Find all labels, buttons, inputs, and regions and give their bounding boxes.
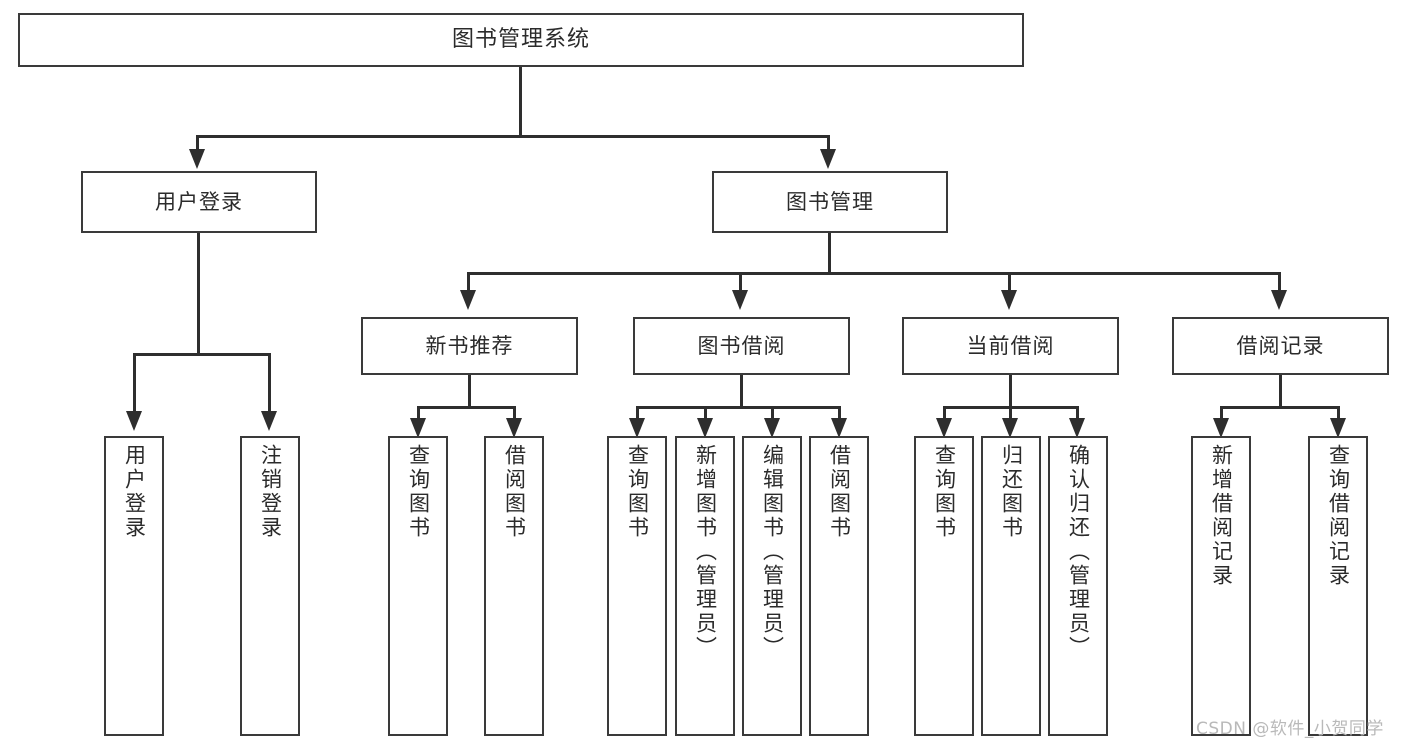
node-borrow-record[interactable]: 借阅记录 bbox=[1172, 317, 1389, 375]
arrowhead-leaf-query-book-2 bbox=[629, 418, 645, 438]
connector-borrow-record-bus bbox=[1220, 406, 1340, 409]
connector-new-book-stem bbox=[468, 375, 471, 408]
node-leaf-add-book[interactable]: 新增图书（管理员） bbox=[675, 436, 735, 736]
node-label: 用户登录 bbox=[122, 444, 147, 540]
node-leaf-query-book-2[interactable]: 查询图书 bbox=[607, 436, 667, 736]
arrowhead-leaf-logout-login bbox=[261, 411, 277, 431]
node-label: 当前借阅 bbox=[966, 333, 1055, 358]
node-label: 归还图书 bbox=[999, 444, 1024, 540]
node-leaf-borrow-book-2[interactable]: 借阅图书 bbox=[809, 436, 869, 736]
connector-current-borrow-leaf2 bbox=[1009, 406, 1012, 420]
node-leaf-query-record[interactable]: 查询借阅记录 bbox=[1308, 436, 1368, 736]
node-current-borrow[interactable]: 当前借阅 bbox=[902, 317, 1119, 375]
arrowhead-leaf-borrow-book-1 bbox=[506, 418, 522, 438]
connector-level3-bus bbox=[467, 272, 1281, 275]
arrowhead-borrow-record bbox=[1271, 290, 1287, 310]
node-label: 图书管理 bbox=[786, 189, 874, 214]
node-leaf-logout-login[interactable]: 注销登录 bbox=[240, 436, 300, 736]
node-leaf-query-book-1[interactable]: 查询图书 bbox=[388, 436, 448, 736]
node-label: 编辑图书（管理员） bbox=[760, 444, 785, 660]
arrowhead-leaf-add-record bbox=[1213, 418, 1229, 438]
connector-book-borrow-leaf4 bbox=[838, 406, 841, 420]
connector-user-login-leaf1 bbox=[133, 353, 136, 413]
connector-level2-bus bbox=[196, 135, 830, 138]
node-label: 新增图书（管理员） bbox=[693, 444, 718, 660]
arrowhead-leaf-add-book bbox=[697, 418, 713, 438]
arrowhead-leaf-edit-book bbox=[764, 418, 780, 438]
connector-book-borrow-stem bbox=[740, 375, 743, 408]
node-user-login[interactable]: 用户登录 bbox=[81, 171, 317, 233]
node-leaf-add-record[interactable]: 新增借阅记录 bbox=[1191, 436, 1251, 736]
connector-root-stem bbox=[519, 67, 522, 137]
node-label: 图书借阅 bbox=[697, 333, 786, 358]
connector-new-book-leaf2 bbox=[513, 406, 516, 420]
connector-to-book-management bbox=[827, 135, 830, 151]
arrowhead-current-borrow bbox=[1001, 290, 1017, 310]
node-label: 新增借阅记录 bbox=[1209, 444, 1234, 588]
node-leaf-user-login[interactable]: 用户登录 bbox=[104, 436, 164, 736]
connector-to-book-borrow bbox=[739, 272, 742, 292]
connector-to-user-login bbox=[196, 135, 199, 151]
arrowhead-leaf-user-login bbox=[126, 411, 142, 431]
node-leaf-return-book[interactable]: 归还图书 bbox=[981, 436, 1041, 736]
node-leaf-edit-book[interactable]: 编辑图书（管理员） bbox=[742, 436, 802, 736]
node-new-book-recommend[interactable]: 新书推荐 bbox=[361, 317, 578, 375]
arrowhead-new-book-recommend bbox=[460, 290, 476, 310]
node-label: 图书管理系统 bbox=[451, 27, 590, 53]
connector-new-book-leaf1 bbox=[417, 406, 420, 420]
node-label: 借阅记录 bbox=[1236, 333, 1325, 358]
node-label: 查询图书 bbox=[406, 444, 431, 540]
node-label: 新书推荐 bbox=[425, 333, 514, 358]
node-label: 确认归还（管理员） bbox=[1066, 444, 1091, 660]
connector-user-login-stem bbox=[197, 233, 200, 355]
node-leaf-query-book-3[interactable]: 查询图书 bbox=[914, 436, 974, 736]
node-book-management[interactable]: 图书管理 bbox=[712, 171, 948, 233]
arrowhead-leaf-return-book bbox=[1002, 418, 1018, 438]
arrowhead-leaf-query-book-3 bbox=[936, 418, 952, 438]
node-label: 注销登录 bbox=[258, 444, 283, 540]
connector-to-current-borrow bbox=[1008, 272, 1011, 292]
connector-borrow-record-leaf2 bbox=[1337, 406, 1340, 420]
connector-user-login-bus bbox=[133, 353, 271, 356]
arrowhead-leaf-query-record bbox=[1330, 418, 1346, 438]
node-label: 用户登录 bbox=[155, 189, 243, 214]
arrowhead-book-management bbox=[820, 149, 836, 169]
connector-user-login-leaf2 bbox=[268, 353, 271, 413]
arrowhead-leaf-borrow-book-2 bbox=[831, 418, 847, 438]
arrowhead-leaf-query-book-1 bbox=[410, 418, 426, 438]
node-label: 借阅图书 bbox=[827, 444, 852, 540]
connector-borrow-record-stem bbox=[1279, 375, 1282, 408]
node-leaf-confirm-return[interactable]: 确认归还（管理员） bbox=[1048, 436, 1108, 736]
connector-current-borrow-leaf1 bbox=[943, 406, 946, 420]
connector-book-management-stem bbox=[828, 233, 831, 275]
node-root-system[interactable]: 图书管理系统 bbox=[18, 13, 1024, 67]
connector-book-borrow-leaf3 bbox=[771, 406, 774, 420]
connector-to-borrow-record bbox=[1278, 272, 1281, 292]
node-book-borrow[interactable]: 图书借阅 bbox=[633, 317, 850, 375]
connector-to-new-book-recommend bbox=[467, 272, 470, 292]
node-label: 查询借阅记录 bbox=[1326, 444, 1351, 588]
connector-current-borrow-stem bbox=[1009, 375, 1012, 408]
connector-new-book-bus bbox=[417, 406, 515, 409]
arrowhead-leaf-confirm-return bbox=[1069, 418, 1085, 438]
connector-book-borrow-leaf2 bbox=[704, 406, 707, 420]
node-label: 借阅图书 bbox=[502, 444, 527, 540]
node-label: 查询图书 bbox=[625, 444, 650, 540]
arrowhead-user-login bbox=[189, 149, 205, 169]
node-leaf-borrow-book-1[interactable]: 借阅图书 bbox=[484, 436, 544, 736]
connector-book-borrow-leaf1 bbox=[636, 406, 639, 420]
node-label: 查询图书 bbox=[932, 444, 957, 540]
connector-borrow-record-leaf1 bbox=[1220, 406, 1223, 420]
arrowhead-book-borrow bbox=[732, 290, 748, 310]
connector-current-borrow-leaf3 bbox=[1076, 406, 1079, 420]
connector-book-borrow-bus bbox=[636, 406, 840, 409]
watermark-text: CSDN @软件_小贺同学 bbox=[1196, 719, 1384, 739]
